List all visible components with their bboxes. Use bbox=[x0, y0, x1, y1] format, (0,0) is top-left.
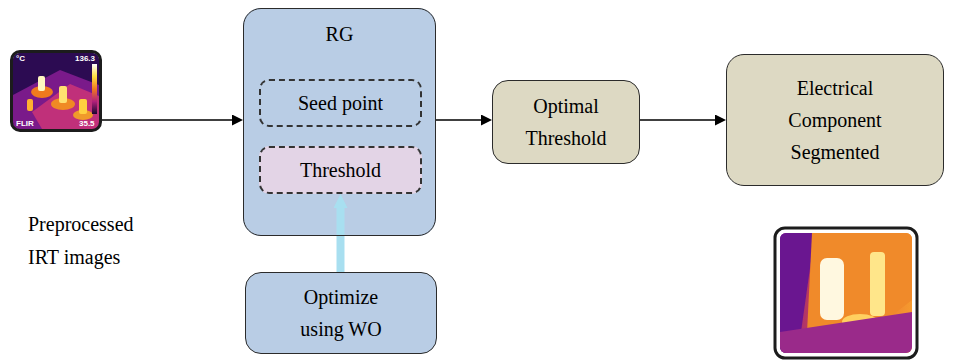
process-box: Optimal Threshold bbox=[492, 80, 640, 164]
output-box: Electrical Component Segmented bbox=[726, 54, 944, 186]
dashed-sub-box: Seed point bbox=[259, 79, 422, 127]
floor-band bbox=[780, 312, 912, 353]
box-label: Optimize using WO bbox=[285, 281, 397, 345]
thermal-readout: °C bbox=[16, 55, 25, 63]
thermal-readout: 35.5 bbox=[79, 120, 95, 128]
insulator-segmented bbox=[870, 252, 885, 316]
feedback-arrow bbox=[337, 208, 345, 272]
thermal-floor bbox=[13, 70, 99, 129]
image-mat bbox=[10, 50, 102, 132]
thermal-readout: 136.3 bbox=[75, 55, 95, 63]
process-box: RG Seed pointThreshold bbox=[243, 8, 436, 236]
thermal-readout: FLIR bbox=[16, 120, 34, 128]
flow-arrow bbox=[640, 119, 715, 121]
box-label: Threshold bbox=[300, 154, 381, 186]
dashed-sub-box: Threshold bbox=[259, 146, 422, 194]
segmented-picture bbox=[780, 233, 912, 353]
thermal-ground bbox=[13, 53, 99, 129]
image-caption: Preprocessed IRT images bbox=[28, 208, 163, 274]
box-label: RG bbox=[326, 21, 354, 47]
process-box: Optimize using WO bbox=[245, 272, 437, 354]
box-fill bbox=[243, 8, 436, 236]
box-fills bbox=[243, 8, 436, 236]
box-label: Optimal Threshold bbox=[510, 90, 622, 154]
insulator-warm bbox=[27, 99, 33, 111]
insulator-hot bbox=[38, 76, 45, 91]
thermal-image-output bbox=[775, 228, 917, 358]
box-label: Electrical Component Segmented bbox=[774, 72, 896, 168]
insulator-segmented bbox=[820, 258, 844, 320]
flow-arrow bbox=[436, 119, 481, 121]
segmented-ground bbox=[780, 233, 912, 353]
image-frame bbox=[775, 228, 917, 358]
insulator-hot bbox=[59, 86, 67, 103]
insulator-hot bbox=[79, 99, 87, 114]
thermal-image-input bbox=[10, 50, 102, 132]
box-label: Seed point bbox=[298, 87, 383, 119]
color-scale-bar bbox=[92, 64, 97, 114]
flow-arrow bbox=[102, 119, 232, 121]
thermal-picture bbox=[13, 53, 99, 129]
